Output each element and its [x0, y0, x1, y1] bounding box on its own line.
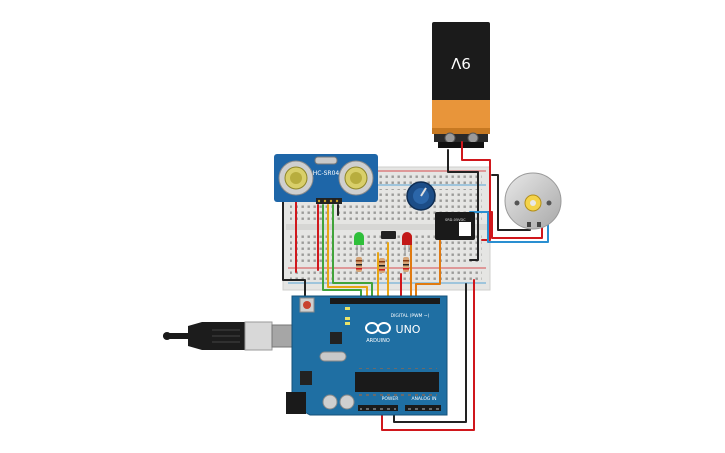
resistor-1: [356, 257, 362, 272]
arduino-logo: [365, 322, 391, 334]
battery-9v: 9V: [432, 22, 490, 148]
wire-orange-relay: [415, 239, 441, 301]
led-green: [354, 232, 364, 254]
resistor-2: [379, 258, 385, 273]
potentiometer: [406, 181, 436, 211]
wire-sensor-yellow: [327, 204, 368, 301]
ultrasonic-sensor: HC-SR04: [274, 154, 378, 204]
relay-module: SRD-05VDC: [435, 212, 475, 240]
wire-power-black: [393, 283, 467, 423]
wire-battery-negative: [447, 149, 479, 261]
wire-motor-blue: [469, 211, 549, 243]
model-label: UNO: [396, 323, 421, 336]
wire-sensor-green: [322, 204, 362, 301]
battery-label: 9V: [450, 54, 471, 72]
brand-label: ARDUINO: [366, 338, 390, 344]
dc-motor: [504, 172, 562, 230]
arduino-uno: DIGITAL (PWM ~) ARDUINO UNO: [286, 295, 448, 416]
power-label: POWER: [382, 396, 399, 402]
wire-power-red: [381, 279, 475, 431]
resistor-3: [403, 257, 409, 272]
usb-cable: [163, 321, 303, 351]
analog-label: ANALOG IN: [411, 396, 436, 402]
led-red: [402, 232, 412, 254]
sensor-model-label: HC-SR04: [313, 170, 340, 177]
transistor: [381, 231, 396, 239]
wire-sensor-green2: [332, 204, 373, 301]
digital-label: DIGITAL (PWM ~): [391, 313, 430, 319]
relay-label: SRD-05VDC: [445, 218, 466, 222]
